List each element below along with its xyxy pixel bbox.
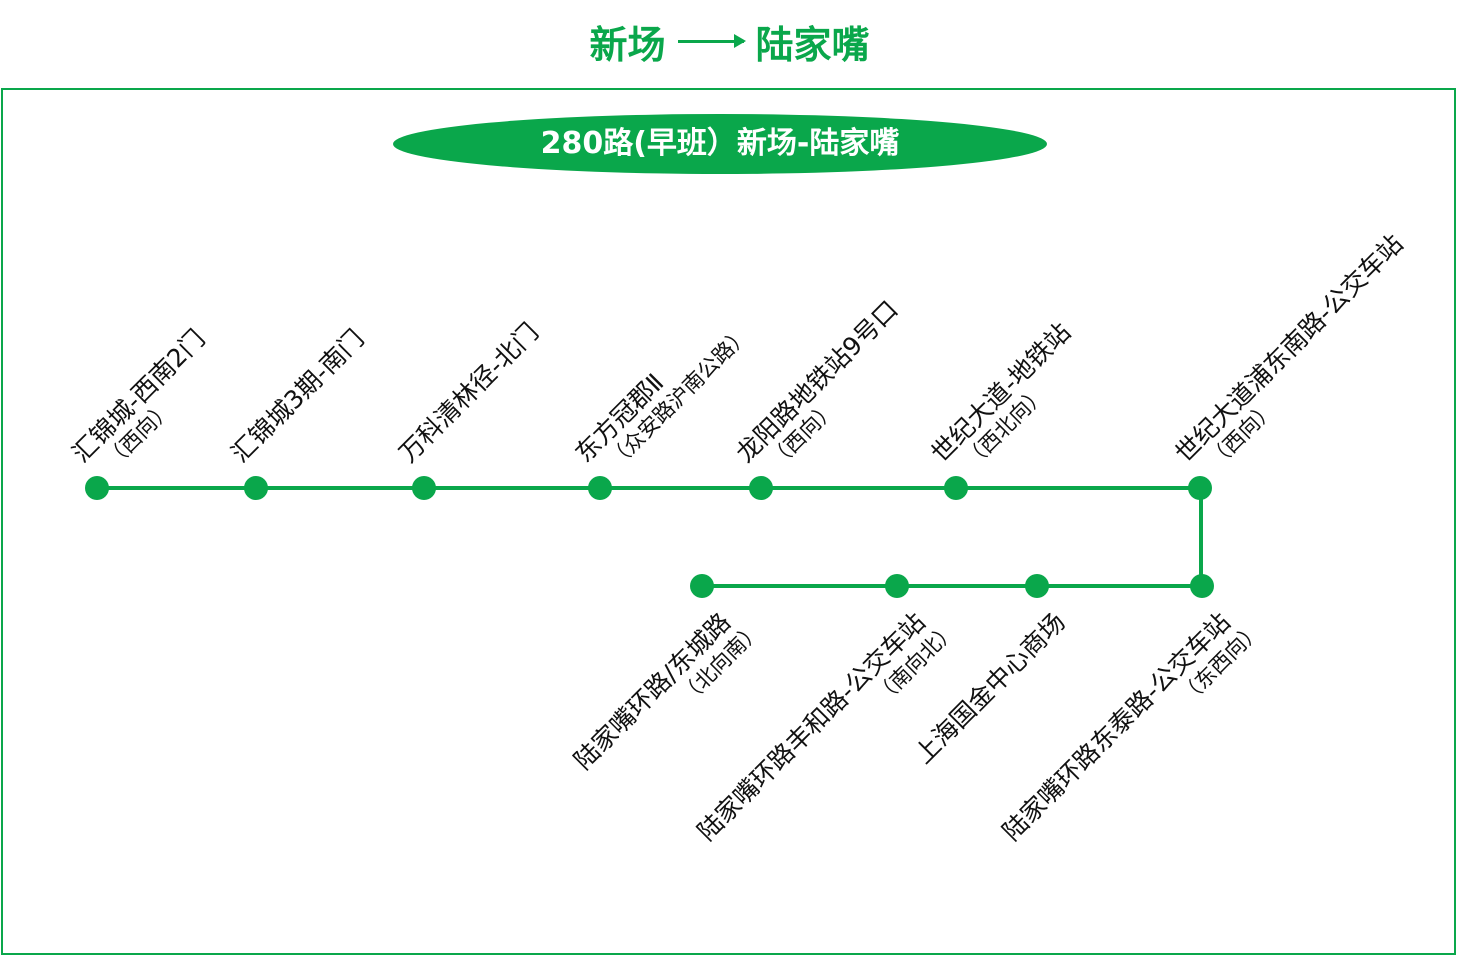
- stop-dot: [1188, 476, 1212, 500]
- route-line-vertical: [1199, 488, 1203, 586]
- origin: 新场: [589, 23, 666, 67]
- stop-dot: [944, 476, 968, 500]
- route-title: 280路(早班）新场-陆家嘴: [393, 114, 1047, 174]
- stop-dot: [85, 476, 109, 500]
- stop-dot: [690, 574, 714, 598]
- stop-dot: [412, 476, 436, 500]
- arrow-right-icon: [677, 34, 746, 48]
- stop-dot: [244, 476, 268, 500]
- direction-header: 新场 陆家嘴: [0, 14, 1459, 69]
- stop-dot: [749, 476, 773, 500]
- stop-dot: [885, 574, 909, 598]
- route-line-top: [97, 486, 1202, 490]
- stop-dot: [1025, 574, 1049, 598]
- diagram-frame: [1, 88, 1456, 955]
- route-line-bottom: [702, 584, 1202, 588]
- stop-dot: [1190, 574, 1214, 598]
- destination: 陆家嘴: [755, 23, 870, 67]
- stop-dot: [588, 476, 612, 500]
